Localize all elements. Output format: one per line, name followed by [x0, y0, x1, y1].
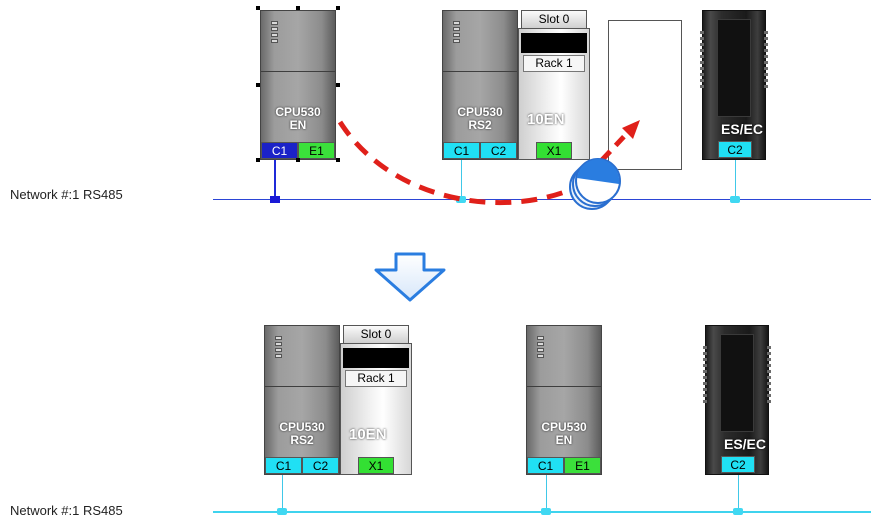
rack-module[interactable]: Rack 1 10EN X1: [340, 343, 412, 475]
network-tap[interactable]: [730, 196, 740, 203]
drop-line: [282, 475, 283, 512]
status-leds: [453, 21, 458, 43]
port-c1[interactable]: C1: [527, 457, 564, 474]
selection-handle[interactable]: [296, 6, 300, 10]
port-c2[interactable]: C2: [302, 457, 339, 474]
selection-handle[interactable]: [256, 6, 260, 10]
module-model-sub: EN: [527, 434, 601, 447]
network-label-bottom: Network #:1 RS485: [10, 503, 123, 518]
drop-line: [735, 160, 736, 200]
rack-label: Rack 1: [523, 55, 585, 72]
network-tap[interactable]: [270, 196, 280, 203]
slot-label[interactable]: Slot 0: [521, 10, 587, 29]
drop-line: [738, 475, 739, 512]
rack-display: [343, 348, 409, 368]
port-c2[interactable]: C2: [721, 456, 755, 473]
network-tap[interactable]: [277, 508, 287, 515]
drop-line: [274, 160, 276, 200]
slot-label[interactable]: Slot 0: [343, 325, 409, 344]
selection-handle[interactable]: [256, 158, 260, 162]
network-label-top: Network #:1 RS485: [10, 187, 123, 202]
network-tap[interactable]: [733, 508, 743, 515]
selection-handle[interactable]: [256, 83, 260, 87]
selection-handle[interactable]: [336, 6, 340, 10]
drop-line: [546, 475, 547, 512]
port-c1[interactable]: C1: [265, 457, 302, 474]
status-leds: [537, 336, 542, 358]
es-ec-label: ES/EC: [724, 436, 766, 452]
rack-display: [521, 33, 587, 53]
rack-module-label: 10EN: [349, 426, 387, 443]
es-ec-module[interactable]: ES/EC C2: [705, 325, 769, 475]
port-e1[interactable]: E1: [564, 457, 601, 474]
network-tap[interactable]: [541, 508, 551, 515]
es-ec-label: ES/EC: [721, 121, 763, 137]
cpu530-en-module[interactable]: CPU530 EN C1 E1: [260, 10, 336, 160]
module-model-sub: RS2: [265, 434, 339, 447]
module-model-sub: EN: [261, 119, 335, 132]
port-c2[interactable]: C2: [718, 141, 752, 158]
es-ec-module[interactable]: ES/EC C2: [702, 10, 766, 160]
rack-label: Rack 1: [345, 370, 407, 387]
selection-handle[interactable]: [336, 83, 340, 87]
cpu530-rs2-module[interactable]: CPU530 RS2 C1 C2: [264, 325, 340, 475]
drag-cursor-icon: [565, 148, 631, 214]
selection-handle[interactable]: [296, 158, 300, 162]
port-c1[interactable]: C1: [261, 142, 298, 159]
down-arrow-icon: [372, 252, 448, 304]
status-leds: [275, 336, 280, 358]
status-leds: [271, 21, 276, 43]
cpu530-en-module[interactable]: CPU530 EN C1 E1: [526, 325, 602, 475]
port-x1[interactable]: X1: [358, 457, 394, 474]
